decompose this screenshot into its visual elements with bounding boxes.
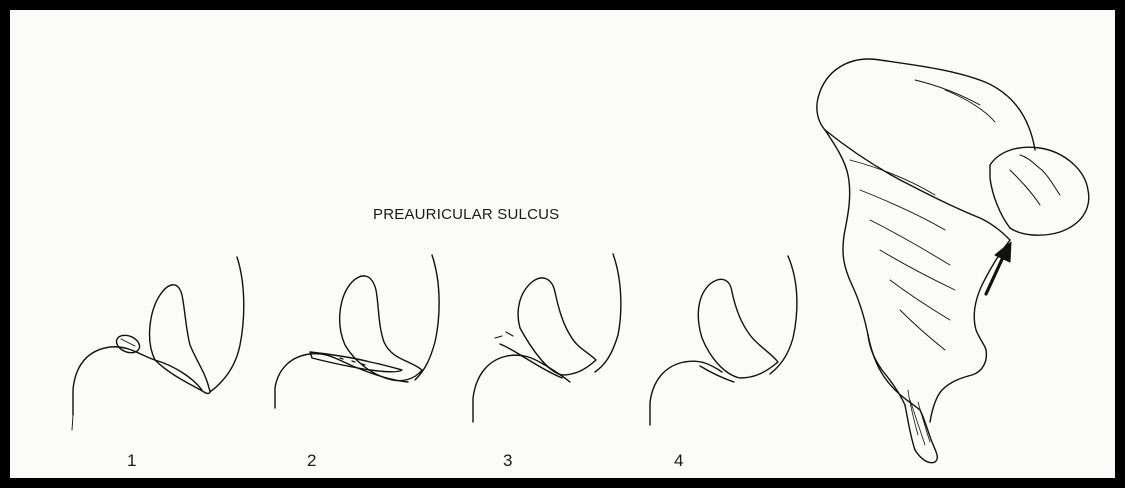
stage-3-ilium-outline bbox=[473, 355, 570, 422]
hip-bone-pubic-region bbox=[868, 335, 905, 405]
stage-4-auricular-surface bbox=[698, 279, 778, 378]
stage-2-sacrum-edge bbox=[415, 255, 439, 380]
hip-bone-auricular-region bbox=[990, 147, 1089, 235]
stage-3-sulcus-trace bbox=[500, 344, 562, 378]
stage-3-sacrum-edge bbox=[595, 254, 621, 372]
stage-1-auricular-surface bbox=[150, 285, 210, 394]
arrow-pointer bbox=[986, 242, 1011, 294]
stage-3-drawing bbox=[473, 254, 621, 422]
stage-label-1: 1 bbox=[127, 451, 136, 471]
stage-1-ilium-outline bbox=[73, 347, 202, 415]
stage-label-3: 3 bbox=[503, 451, 512, 471]
stage-1-sacrum-edge bbox=[210, 257, 244, 392]
stage-4-ilium-outline bbox=[650, 361, 722, 425]
hip-bone-anterior-border bbox=[817, 98, 868, 335]
stage-4-drawing bbox=[650, 256, 797, 425]
hip-bone-illustration bbox=[817, 59, 1089, 463]
hip-bone-iliac-crest bbox=[818, 59, 1035, 150]
stage-2-ilium-outline bbox=[275, 354, 408, 408]
diagram-title: PREAURICULAR SULCUS bbox=[373, 206, 559, 223]
arrow-head bbox=[995, 242, 1011, 262]
stage-1-drawing bbox=[72, 257, 244, 430]
stage-label-2: 2 bbox=[307, 451, 316, 471]
hip-bone-posterior-border bbox=[930, 350, 986, 422]
stage-label-4: 4 bbox=[674, 451, 683, 471]
diagram-canvas bbox=[10, 10, 1115, 478]
stage-2-drawing bbox=[275, 255, 439, 408]
stage-4-sacrum-edge bbox=[770, 256, 797, 374]
